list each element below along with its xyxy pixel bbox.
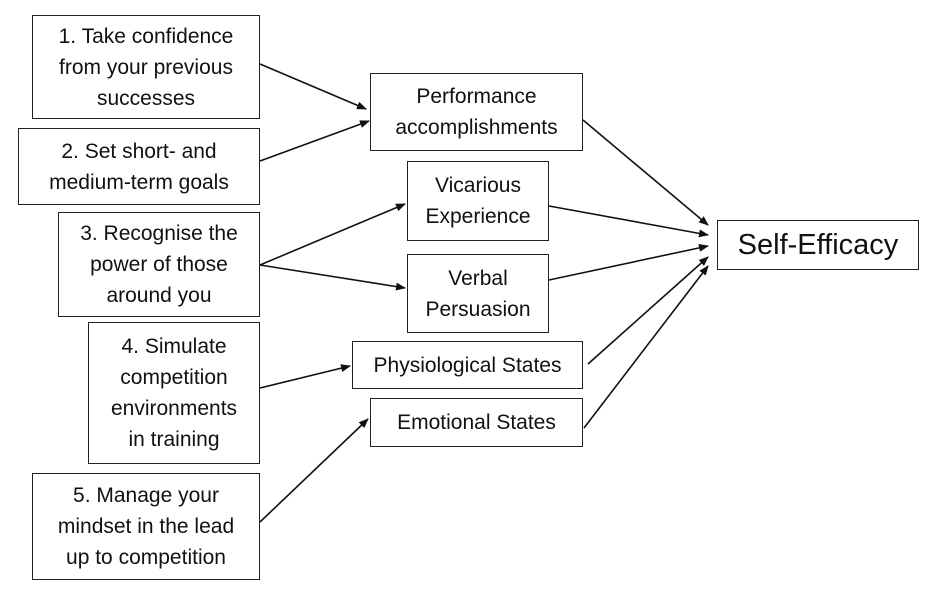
- edge-b3-s2: [259, 203, 406, 266]
- source-box-performance: Performance accomplishments: [370, 73, 583, 151]
- edge-b2-s1: [259, 120, 370, 162]
- edge-s4-se: [587, 256, 709, 365]
- edge-s1-se: [582, 119, 709, 226]
- source-box-verbal: Verbal Persuasion: [407, 254, 549, 333]
- strategy-label: 5. Manage your mindset in the lead up to…: [57, 484, 235, 569]
- strategy-box-2: 2. Set short- and medium-term goals: [18, 128, 260, 205]
- edge-b5-s5: [259, 418, 369, 523]
- strategy-label: 4. Simulate competition environments in …: [110, 335, 238, 451]
- edge-s5-se: [583, 265, 709, 429]
- source-label: Emotional States: [397, 411, 556, 434]
- strategy-box-1: 1. Take confidence from your previous su…: [32, 15, 260, 119]
- strategy-label: 3. Recognise the power of those around y…: [80, 222, 238, 307]
- edge-b3-s3: [259, 264, 406, 291]
- source-box-vicarious: Vicarious Experience: [407, 161, 549, 241]
- source-label: Verbal Persuasion: [425, 266, 531, 321]
- source-box-emotional: Emotional States: [370, 398, 583, 447]
- strategy-box-5: 5. Manage your mindset in the lead up to…: [32, 473, 260, 580]
- source-box-physiological: Physiological States: [352, 341, 583, 389]
- strategy-box-4: 4. Simulate competition environments in …: [88, 322, 260, 464]
- source-label: Vicarious Experience: [425, 174, 531, 228]
- edge-b1-s1: [259, 63, 367, 110]
- edge-s3-se: [548, 243, 709, 281]
- outcome-label: Self-Efficacy: [737, 228, 899, 261]
- source-label: Performance accomplishments: [395, 85, 558, 139]
- edge-s2-se: [548, 205, 709, 238]
- source-label: Physiological States: [373, 353, 562, 377]
- strategy-label: 2. Set short- and medium-term goals: [49, 139, 229, 194]
- strategy-box-3: 3. Recognise the power of those around y…: [58, 212, 260, 317]
- outcome-box-self-efficacy: Self-Efficacy: [717, 220, 919, 270]
- edge-b4-s4: [259, 364, 351, 389]
- strategy-label: 1. Take confidence from your previous su…: [58, 24, 234, 110]
